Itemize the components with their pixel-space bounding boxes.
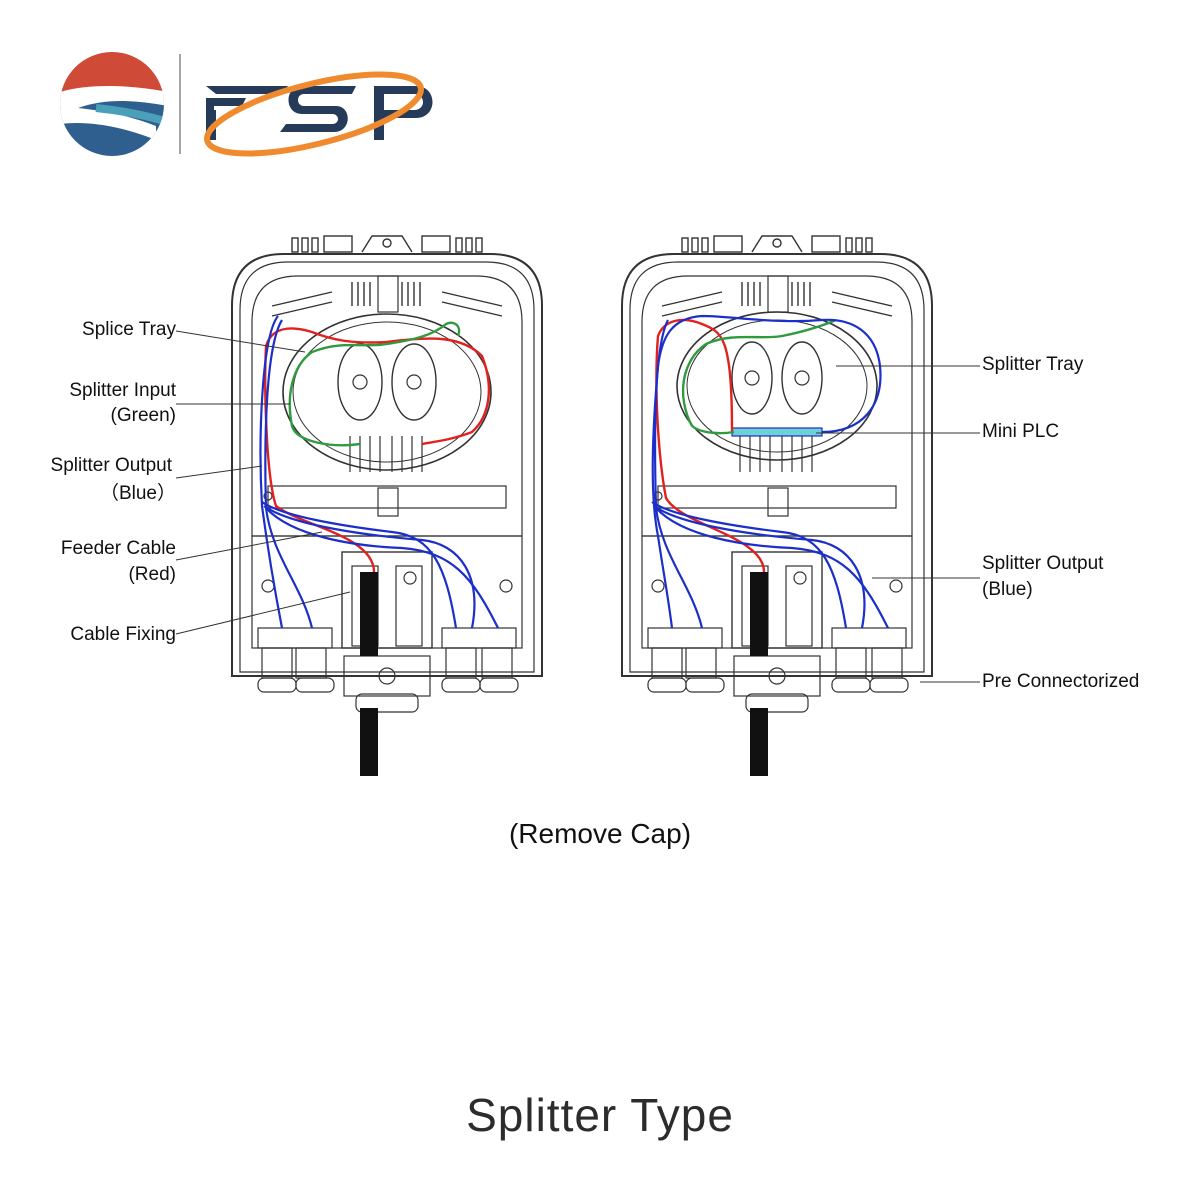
splitter-diagrams xyxy=(175,235,980,777)
label-splitter-input-color: (Green) xyxy=(110,405,176,426)
fsp-logo xyxy=(60,52,433,157)
logo-wordmark xyxy=(204,71,433,157)
label-mini-plc: Mini PLC xyxy=(982,421,1060,442)
label-right-splitter-output-color: (Blue) xyxy=(982,579,1033,600)
left-enclosure xyxy=(231,235,543,777)
caption-remove-cap: (Remove Cap) xyxy=(508,818,692,849)
label-feeder-cable: Feeder Cable xyxy=(60,538,176,559)
page-title: Splitter Type xyxy=(466,1089,734,1141)
label-right-splitter-output: Splitter Output xyxy=(982,553,1104,574)
label-splice-tray: Splice Tray xyxy=(82,319,176,340)
label-splitter-output: Splitter Output xyxy=(50,455,172,476)
right-enclosure xyxy=(621,235,933,777)
label-splitter-input: Splitter Input xyxy=(69,380,176,401)
label-cable-fixing: Cable Fixing xyxy=(70,624,176,645)
label-feeder-cable-color: (Red) xyxy=(128,564,176,585)
leader-lines xyxy=(175,330,980,683)
label-splitter-tray: Splitter Tray xyxy=(982,354,1084,375)
mini-plc-device xyxy=(731,427,823,437)
label-splitter-output-color: （Blue） xyxy=(99,483,176,504)
label-pre-connectorized: Pre Connectorized xyxy=(982,671,1140,692)
